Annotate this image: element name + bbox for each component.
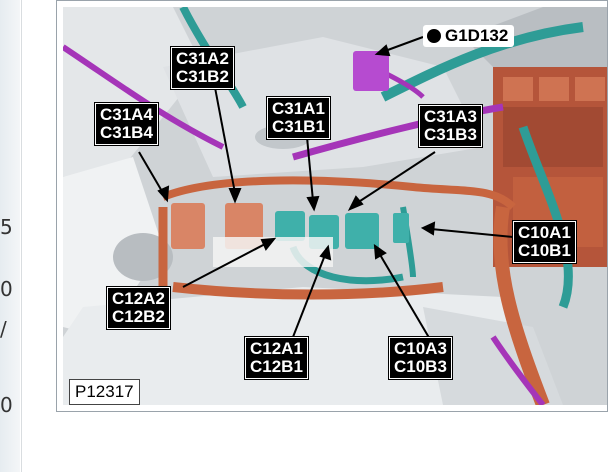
partial-glyph: /	[0, 318, 7, 340]
callout-c31a2: C31A2 C31B2	[171, 47, 234, 89]
callout-c10a3: C10A3 C10B3	[389, 337, 452, 379]
harness-drawing	[63, 7, 607, 405]
callout-c12a2: C12A2 C12B2	[107, 287, 170, 329]
connector-location-figure: G1D132 C31A2 C31B2 C31A4 C31B4 C31A1 C31…	[56, 0, 608, 412]
callout-line: C31A2	[176, 49, 229, 68]
callout-line: C31B4	[100, 123, 153, 142]
ground-point-id: G1D132	[445, 26, 509, 45]
partial-glyph: 0	[0, 394, 13, 416]
callout-line: C10A1	[518, 223, 571, 242]
callout-line: C12A2	[112, 289, 165, 308]
callout-c10a1: C10A1 C10B1	[513, 221, 576, 263]
partial-glyph: 5	[0, 216, 13, 238]
figure-reference-id: P12317	[69, 379, 140, 405]
harness-illustration: G1D132 C31A2 C31B2 C31A4 C31B4 C31A1 C31…	[63, 7, 607, 405]
ground-dot-icon	[427, 29, 441, 43]
sidebar-divider	[21, 0, 22, 472]
callout-line: C10B1	[518, 241, 571, 260]
callout-line: C31B2	[176, 67, 229, 86]
callout-line: C12B1	[250, 357, 303, 376]
ground-point-label: G1D132	[423, 25, 515, 47]
callout-c31a3: C31A3 C31B3	[419, 105, 482, 147]
callout-c31a4: C31A4 C31B4	[95, 103, 158, 145]
left-sidebar-strip	[0, 0, 20, 472]
callout-line: C31B1	[272, 117, 325, 136]
callout-c12a1: C12A1 C12B1	[245, 337, 308, 379]
callout-line: C31B3	[424, 125, 477, 144]
callout-line: C12B2	[112, 307, 165, 326]
callout-c31a1: C31A1 C31B1	[267, 97, 330, 139]
callout-line: C12A1	[250, 339, 303, 358]
callout-line: C31A3	[424, 107, 477, 126]
callout-line: C10A3	[394, 339, 447, 358]
callout-line: C31A1	[272, 99, 325, 118]
callout-line: C31A4	[100, 105, 153, 124]
callout-line: C10B3	[394, 357, 447, 376]
partial-glyph: 0	[0, 278, 13, 300]
